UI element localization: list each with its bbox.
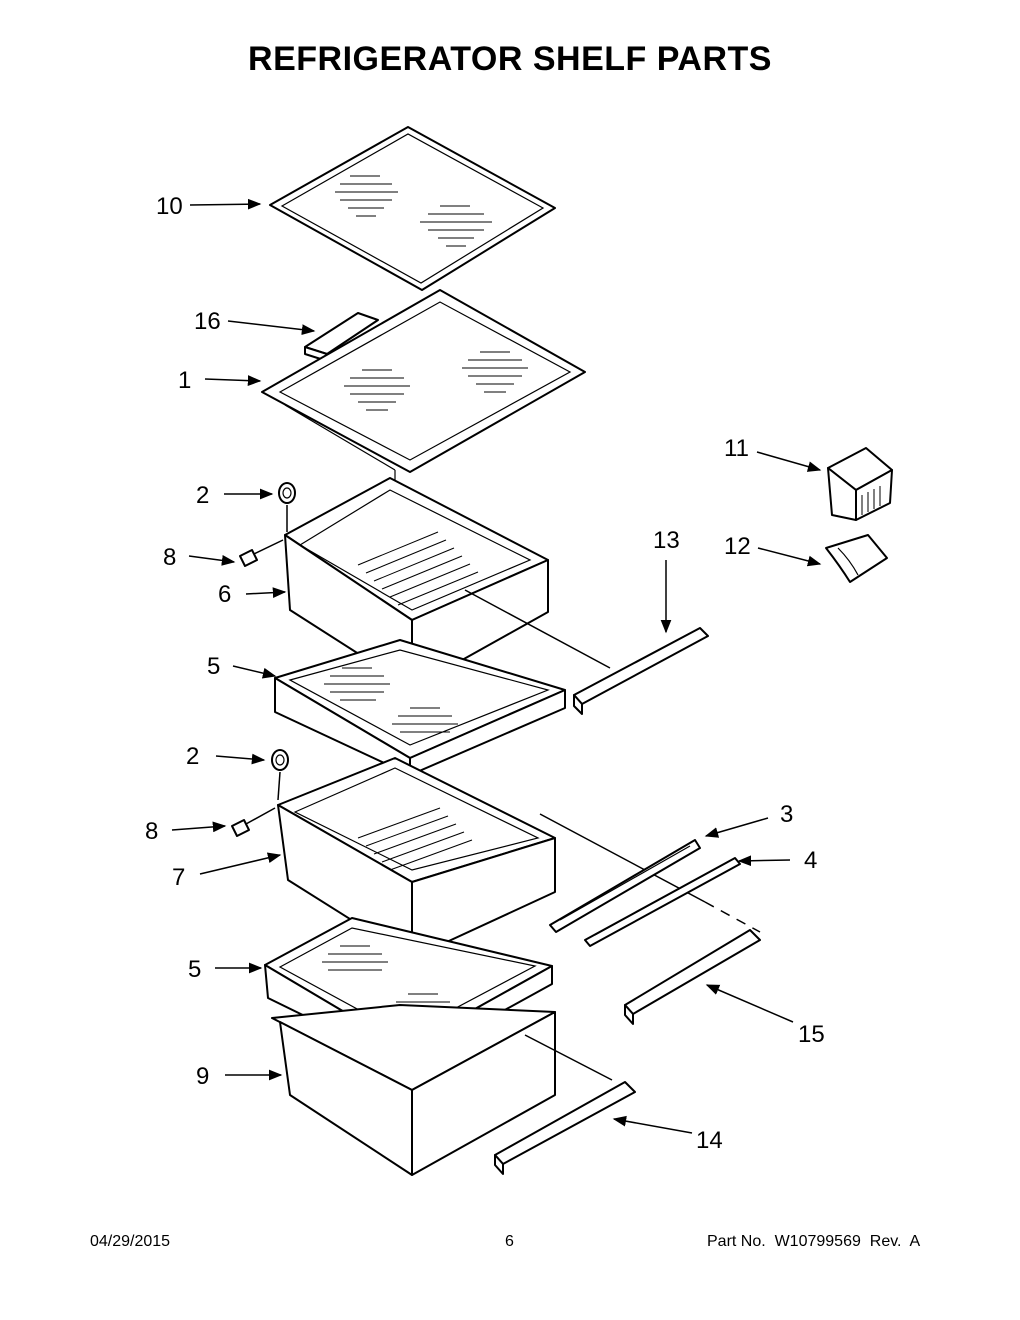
callout-8: 8 [163, 544, 176, 571]
drawer-ribs [357, 807, 473, 871]
callout-16: 16 [194, 308, 221, 335]
part-10-glass-shelf [269, 126, 556, 291]
footer-part-number: Part No. W10799569 Rev. A [707, 1233, 921, 1250]
leader-16 [227, 320, 316, 335]
callout-labels: 10 16 1 2 8 6 5 2 8 7 5 9 11 12 13 3 4 1… [145, 193, 825, 1154]
part-15-drawer-trim-middle [624, 929, 761, 1025]
callout-14: 14 [696, 1127, 723, 1154]
part-2-roller-upper [278, 482, 296, 532]
callout-9: 9 [196, 1063, 209, 1090]
callout-5: 5 [207, 653, 220, 680]
callout-8: 8 [145, 818, 158, 845]
glass-hatch-marks [335, 175, 492, 247]
part-9-bottom-drawer [271, 1004, 613, 1176]
part-8-pin-upper [239, 539, 284, 567]
part-13-drawer-trim-upper [573, 627, 709, 715]
callout-2: 2 [186, 743, 199, 770]
glass-hatch-marks [324, 667, 458, 733]
leader-3 [704, 817, 769, 838]
footer-page-number: 6 [505, 1233, 514, 1250]
part-8-pin-lower [231, 807, 276, 837]
leader-10 [189, 198, 262, 210]
part-12-filter-cover [825, 534, 888, 583]
leader-arrows [171, 198, 822, 1134]
leader-12 [757, 547, 822, 567]
leader-8b [171, 821, 227, 833]
callout-2: 2 [196, 482, 209, 509]
leader-15 [705, 984, 794, 1023]
leader-7 [199, 852, 282, 875]
callout-10: 10 [156, 193, 183, 220]
leader-2b [215, 753, 266, 765]
part-2-roller-lower [271, 749, 289, 801]
callout-3: 3 [780, 801, 793, 828]
callout-4: 4 [804, 847, 817, 874]
leader-6 [245, 587, 287, 599]
part-11-filter-housing [827, 447, 893, 521]
leader-4 [737, 855, 791, 867]
callout-11: 11 [724, 435, 749, 462]
footer-date: 04/29/2015 [90, 1233, 171, 1250]
part-3-slide-rail [549, 839, 701, 933]
part-14-drawer-trim-lower [494, 1081, 636, 1175]
part-5-crisper-cover-upper [274, 639, 566, 776]
part-1-shelf-frame [261, 289, 586, 480]
callout-13: 13 [653, 527, 680, 554]
callout-1: 1 [178, 367, 191, 394]
leader-14 [612, 1115, 693, 1134]
leader-1 [204, 375, 262, 386]
callout-7: 7 [172, 864, 185, 891]
leader-11 [756, 451, 822, 472]
callout-12: 12 [724, 533, 751, 560]
callout-5: 5 [188, 956, 201, 983]
leader-5a [232, 665, 277, 679]
page-title: REFRIGERATOR SHELF PARTS [248, 40, 772, 78]
leader-8a [188, 555, 236, 566]
callout-6: 6 [218, 581, 231, 608]
drawer-ribs [357, 531, 479, 606]
callout-15: 15 [798, 1021, 825, 1048]
glass-hatch-marks [344, 351, 528, 411]
